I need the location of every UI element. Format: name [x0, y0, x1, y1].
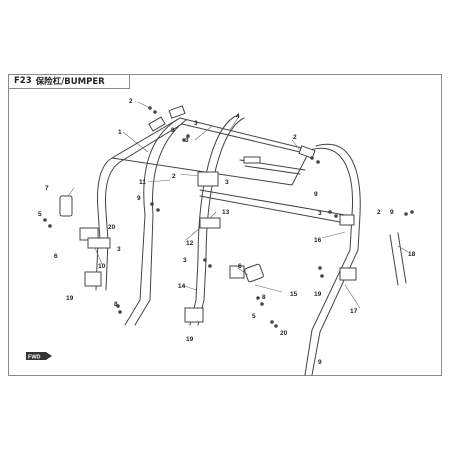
- callout-9-c: 9: [314, 191, 318, 198]
- callout-9-b: 9: [137, 195, 141, 202]
- callout-19-a: 19: [66, 295, 74, 302]
- diagram-code: F23: [14, 76, 32, 86]
- callout-12: 12: [186, 240, 194, 247]
- roll-cage-frame: [95, 114, 407, 376]
- callout-19-b: 19: [186, 336, 194, 343]
- callout-2-b: 2: [172, 173, 176, 180]
- callout-3-a: 3: [194, 120, 198, 127]
- rear-bar-plate: [243, 156, 261, 164]
- callout-3-e: 3: [318, 210, 322, 217]
- callout-labels: 1 2 2 2 2 3 3 3 3 3 3 4 5 5 6 6 7 8 8 9 …: [38, 98, 416, 366]
- callout-15: 15: [290, 291, 298, 298]
- foot-plate-left: [84, 271, 102, 287]
- callout-9-a: 9: [171, 127, 175, 134]
- clamp-right: [339, 214, 355, 226]
- callout-20-b: 20: [280, 330, 288, 337]
- callout-7: 7: [45, 185, 49, 192]
- callout-18: 18: [408, 251, 416, 258]
- brackets-and-clamps: [59, 105, 357, 323]
- fasteners: [43, 106, 414, 328]
- mirror-mount-right: [229, 265, 245, 279]
- diagram-title: F23 保险杠/BUMPER: [8, 74, 130, 89]
- foot-plate-mid: [184, 307, 204, 323]
- callout-9-e: 9: [318, 359, 322, 366]
- callout-11: 11: [139, 179, 146, 186]
- callout-2-d: 2: [293, 134, 297, 141]
- lower-bracket-left: [87, 237, 111, 249]
- callout-6-a: 6: [54, 253, 58, 260]
- mid-bracket: [199, 217, 221, 229]
- callout-3-c: 3: [225, 179, 229, 186]
- callout-19-c: 19: [314, 291, 322, 298]
- center-bracket: [197, 171, 219, 187]
- callout-2-a: 2: [129, 98, 133, 105]
- callout-10: 10: [98, 263, 106, 270]
- side-mirror-left: [59, 195, 73, 217]
- callout-13: 13: [222, 209, 230, 216]
- callout-4: 4: [236, 113, 240, 120]
- leader-lines: [67, 101, 409, 309]
- clamp-upper-mid: [168, 105, 186, 119]
- side-mirror-right: [244, 263, 264, 283]
- clamp-upper-left: [148, 116, 166, 132]
- callout-1: 1: [118, 129, 122, 136]
- callout-2-c: 2: [377, 209, 381, 216]
- fwd-direction-badge: FWD: [26, 352, 52, 361]
- callout-5-b: 5: [252, 313, 256, 320]
- clamp-upper-right: [298, 145, 316, 159]
- callout-3-f: 3: [183, 257, 187, 264]
- callout-6-b: 6: [238, 263, 242, 270]
- callout-8-b: 8: [262, 294, 266, 301]
- callout-17: 17: [350, 308, 358, 315]
- callout-3-d: 3: [117, 246, 121, 253]
- callout-3-b: 3: [185, 137, 189, 144]
- callout-9-d: 9: [390, 209, 394, 216]
- callout-8-a: 8: [114, 301, 118, 308]
- diagram-frame: [8, 74, 442, 376]
- fwd-arrow-icon: [26, 352, 52, 360]
- foot-plate-right: [339, 267, 357, 281]
- callout-20-a: 20: [108, 224, 116, 231]
- callout-14: 14: [178, 283, 186, 290]
- callout-5-a: 5: [38, 211, 42, 218]
- fwd-label: FWD: [28, 355, 41, 361]
- diagram-title-text: 保险杠/BUMPER: [35, 77, 105, 87]
- callout-16: 16: [314, 237, 322, 244]
